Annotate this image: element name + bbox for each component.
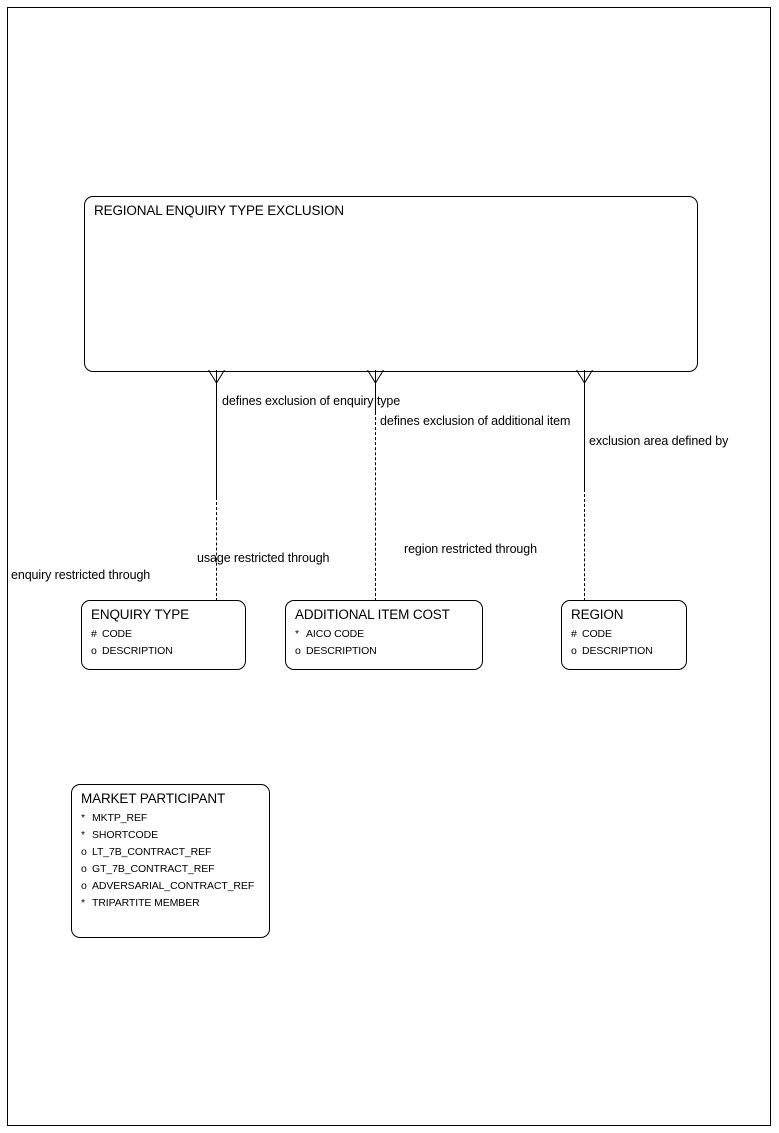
rel-label-exclusion-area-defined-by: exclusion area defined by <box>589 434 729 448</box>
attribute-list: * MKTP_REF * SHORTCODE o LT_7B_CONTRACT_REF… <box>81 810 254 912</box>
attribute-row: o DESCRIPTION <box>571 643 653 660</box>
attribute-name: TRIPARTITE MEMBER <box>92 897 200 909</box>
rel-label-region-restricted-through: region restricted through <box>404 542 537 556</box>
attribute-marker: o <box>81 846 87 858</box>
attribute-row: * SHORTCODE <box>81 827 254 844</box>
rel-line-region-upper <box>584 382 585 489</box>
attribute-row: * AICO CODE <box>295 626 377 643</box>
rel-line-region-lower <box>584 489 585 601</box>
rel-label-enquiry-restricted-through: enquiry restricted through <box>11 568 151 582</box>
attribute-marker: o <box>295 645 301 657</box>
attribute-row: o DESCRIPTION <box>295 643 377 660</box>
entity-enquiry-type[interactable]: ENQUIRY TYPE # CODE o DESCRIPTION <box>81 600 246 670</box>
attribute-row: * TRIPARTITE MEMBER <box>81 895 254 912</box>
entity-title: REGIONAL ENQUIRY TYPE EXCLUSION <box>94 203 344 218</box>
entity-title: ADDITIONAL ITEM COST <box>295 607 450 622</box>
attribute-row: o LT_7B_CONTRACT_REF <box>81 844 254 861</box>
attribute-list: # CODE o DESCRIPTION <box>91 626 173 660</box>
attribute-marker: * <box>81 897 85 909</box>
rel-label-defines-exclusion-of-additional-item: defines exclusion of additional item <box>380 414 571 428</box>
crowsfoot-additional-item-cost <box>367 370 384 384</box>
entity-region[interactable]: REGION # CODE o DESCRIPTION <box>561 600 687 670</box>
attribute-row: # CODE <box>571 626 653 643</box>
attribute-marker: o <box>81 880 87 892</box>
attribute-name: AICO CODE <box>306 628 365 640</box>
attribute-marker: # <box>571 628 577 640</box>
attribute-name: DESCRIPTION <box>306 645 377 657</box>
attribute-name: ADVERSARIAL_CONTRACT_REF <box>92 880 255 892</box>
attribute-list: # CODE o DESCRIPTION <box>571 626 653 660</box>
attribute-name: DESCRIPTION <box>582 645 653 657</box>
entity-regional-enquiry-type-exclusion[interactable]: REGIONAL ENQUIRY TYPE EXCLUSION <box>84 196 698 372</box>
rel-label-usage-restricted-through: usage restricted through <box>197 551 330 565</box>
attribute-name: LT_7B_CONTRACT_REF <box>92 846 212 858</box>
rel-line-enquiry-type-lower <box>216 497 217 601</box>
attribute-marker: o <box>571 645 577 657</box>
attribute-marker: * <box>81 812 85 824</box>
attribute-row: o GT_7B_CONTRACT_REF <box>81 861 254 878</box>
rel-line-enquiry-type-upper <box>216 382 217 497</box>
rel-line-additional-item-upper <box>375 382 376 412</box>
attribute-marker: # <box>91 628 97 640</box>
attribute-name: CODE <box>102 628 132 640</box>
attribute-row: o DESCRIPTION <box>91 643 173 660</box>
attribute-name: SHORTCODE <box>92 829 158 841</box>
rel-label-defines-exclusion-of-enquiry-type: defines exclusion of enquiry type <box>222 394 401 408</box>
entity-title: MARKET PARTICIPANT <box>81 791 226 806</box>
entity-title: ENQUIRY TYPE <box>91 607 189 622</box>
entity-additional-item-cost[interactable]: ADDITIONAL ITEM COST * AICO CODE o DESCRIP… <box>285 600 483 670</box>
attribute-marker: o <box>91 645 97 657</box>
rel-line-additional-item-lower <box>375 412 376 601</box>
attribute-list: * AICO CODE o DESCRIPTION <box>295 626 377 660</box>
crowsfoot-region <box>576 370 593 384</box>
attribute-name: CODE <box>582 628 612 640</box>
attribute-name: GT_7B_CONTRACT_REF <box>92 863 215 875</box>
attribute-name: MKTP_REF <box>92 812 148 824</box>
attribute-row: o ADVERSARIAL_CONTRACT_REF <box>81 878 254 895</box>
attribute-row: # CODE <box>91 626 173 643</box>
attribute-marker: * <box>81 829 85 841</box>
attribute-name: DESCRIPTION <box>102 645 173 657</box>
crowsfoot-enquiry-type <box>208 370 225 384</box>
page-border <box>7 7 771 1126</box>
entity-title: REGION <box>571 607 624 622</box>
entity-market-participant[interactable]: MARKET PARTICIPANT * MKTP_REF * SHORTCODE … <box>71 784 270 938</box>
attribute-marker: o <box>81 863 87 875</box>
attribute-row: * MKTP_REF <box>81 810 254 827</box>
attribute-marker: * <box>295 628 299 640</box>
